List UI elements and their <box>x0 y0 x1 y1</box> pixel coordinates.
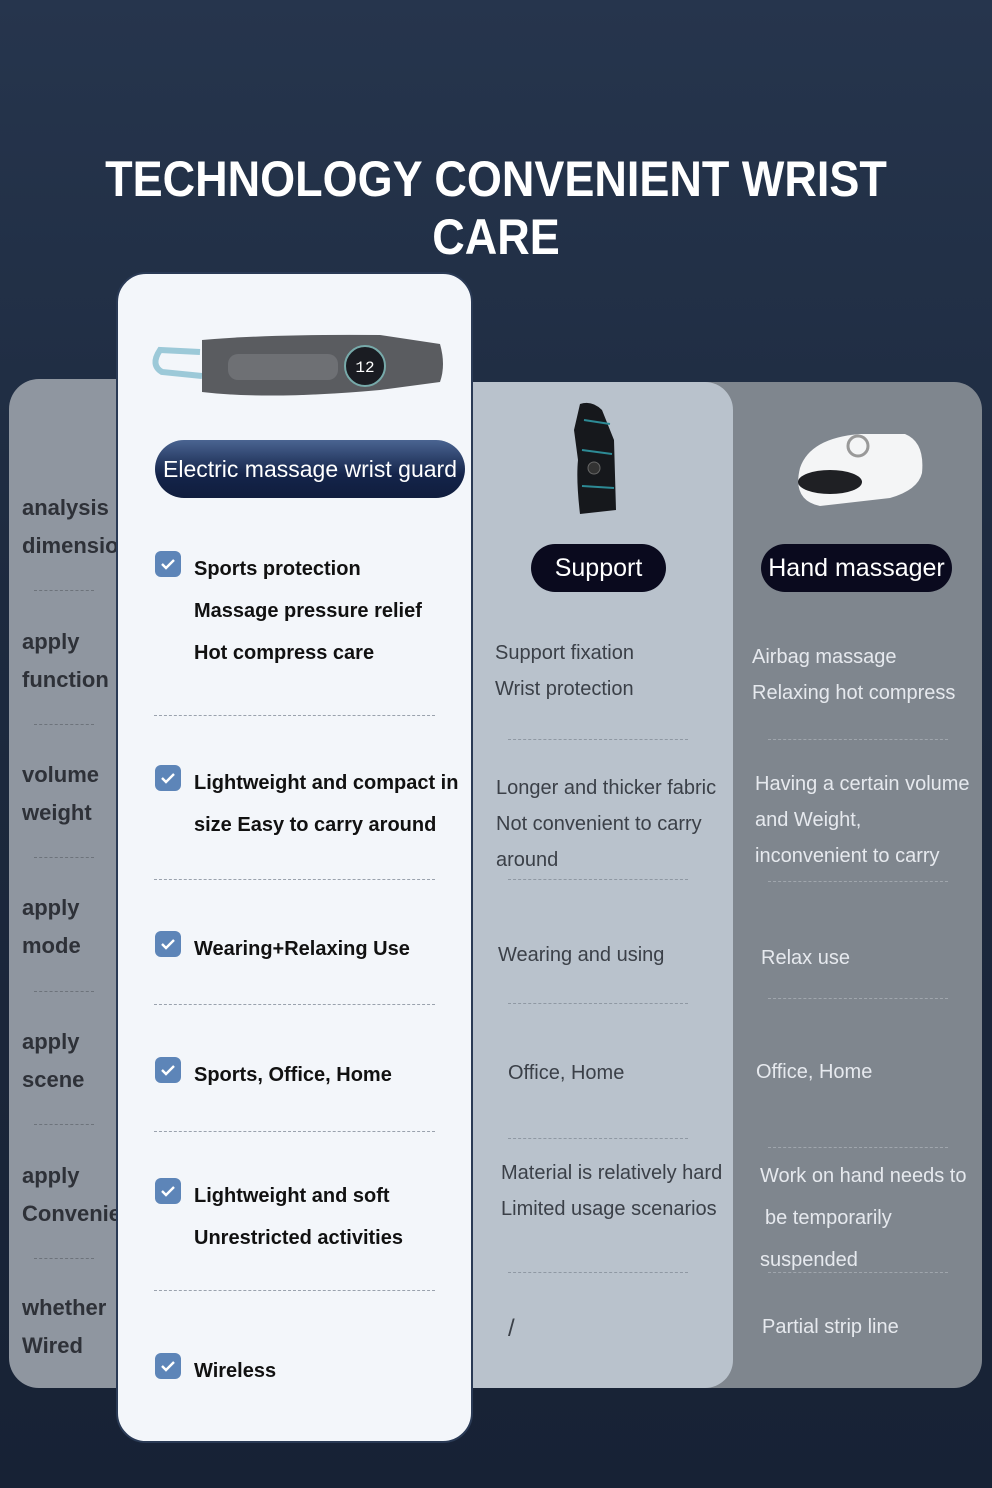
divider <box>768 739 948 740</box>
support-column <box>470 382 733 1388</box>
svg-text:12: 12 <box>355 359 374 377</box>
divider <box>34 857 94 858</box>
product-name-support: Support <box>531 544 666 592</box>
check-icon <box>155 931 181 957</box>
hand-feature: Partial strip line <box>762 1316 899 1338</box>
support-feature: Office, Home <box>508 1062 625 1084</box>
divider <box>154 1131 435 1132</box>
check-icon <box>155 765 181 791</box>
divider <box>768 881 948 882</box>
divider <box>34 590 94 591</box>
divider <box>154 715 435 716</box>
divider <box>154 1004 435 1005</box>
support-image <box>574 402 616 514</box>
divider <box>154 1290 435 1291</box>
product-name-wrist-guard: Electric massage wrist guard <box>155 440 465 498</box>
feature-text: Sports, Office, Home <box>194 1064 392 1086</box>
dimension-label: applyConvenience <box>22 1163 117 1226</box>
wrist-guard-image: 12 <box>152 334 443 396</box>
divider <box>508 739 688 740</box>
divider <box>34 991 94 992</box>
hand-feature: Relax use <box>761 947 850 969</box>
divider <box>768 1272 948 1273</box>
divider <box>508 879 688 880</box>
dimension-label: analysisdimension <box>22 495 117 558</box>
divider <box>34 1258 94 1259</box>
feature-text: Wireless <box>194 1360 277 1382</box>
support-feature: Wearing and using <box>498 944 665 966</box>
divider <box>154 879 435 880</box>
check-icon <box>155 1057 181 1083</box>
page-title: TECHNOLOGY CONVENIENT WRIST CARE <box>105 151 887 265</box>
feature-text: Wearing+Relaxing Use <box>194 938 410 960</box>
hand-feature: Office, Home <box>756 1061 873 1083</box>
divider <box>508 1272 688 1273</box>
support-feature: / <box>508 1315 515 1342</box>
product-name-hand-massager: Hand massager <box>761 544 952 592</box>
divider <box>508 1003 688 1004</box>
hand-massager-image <box>798 434 923 506</box>
divider <box>34 1124 94 1125</box>
check-icon <box>155 1353 181 1379</box>
divider <box>34 724 94 725</box>
divider <box>768 998 948 999</box>
divider <box>508 1138 688 1139</box>
check-icon <box>155 1178 181 1204</box>
divider <box>768 1147 948 1148</box>
check-icon <box>155 551 181 577</box>
